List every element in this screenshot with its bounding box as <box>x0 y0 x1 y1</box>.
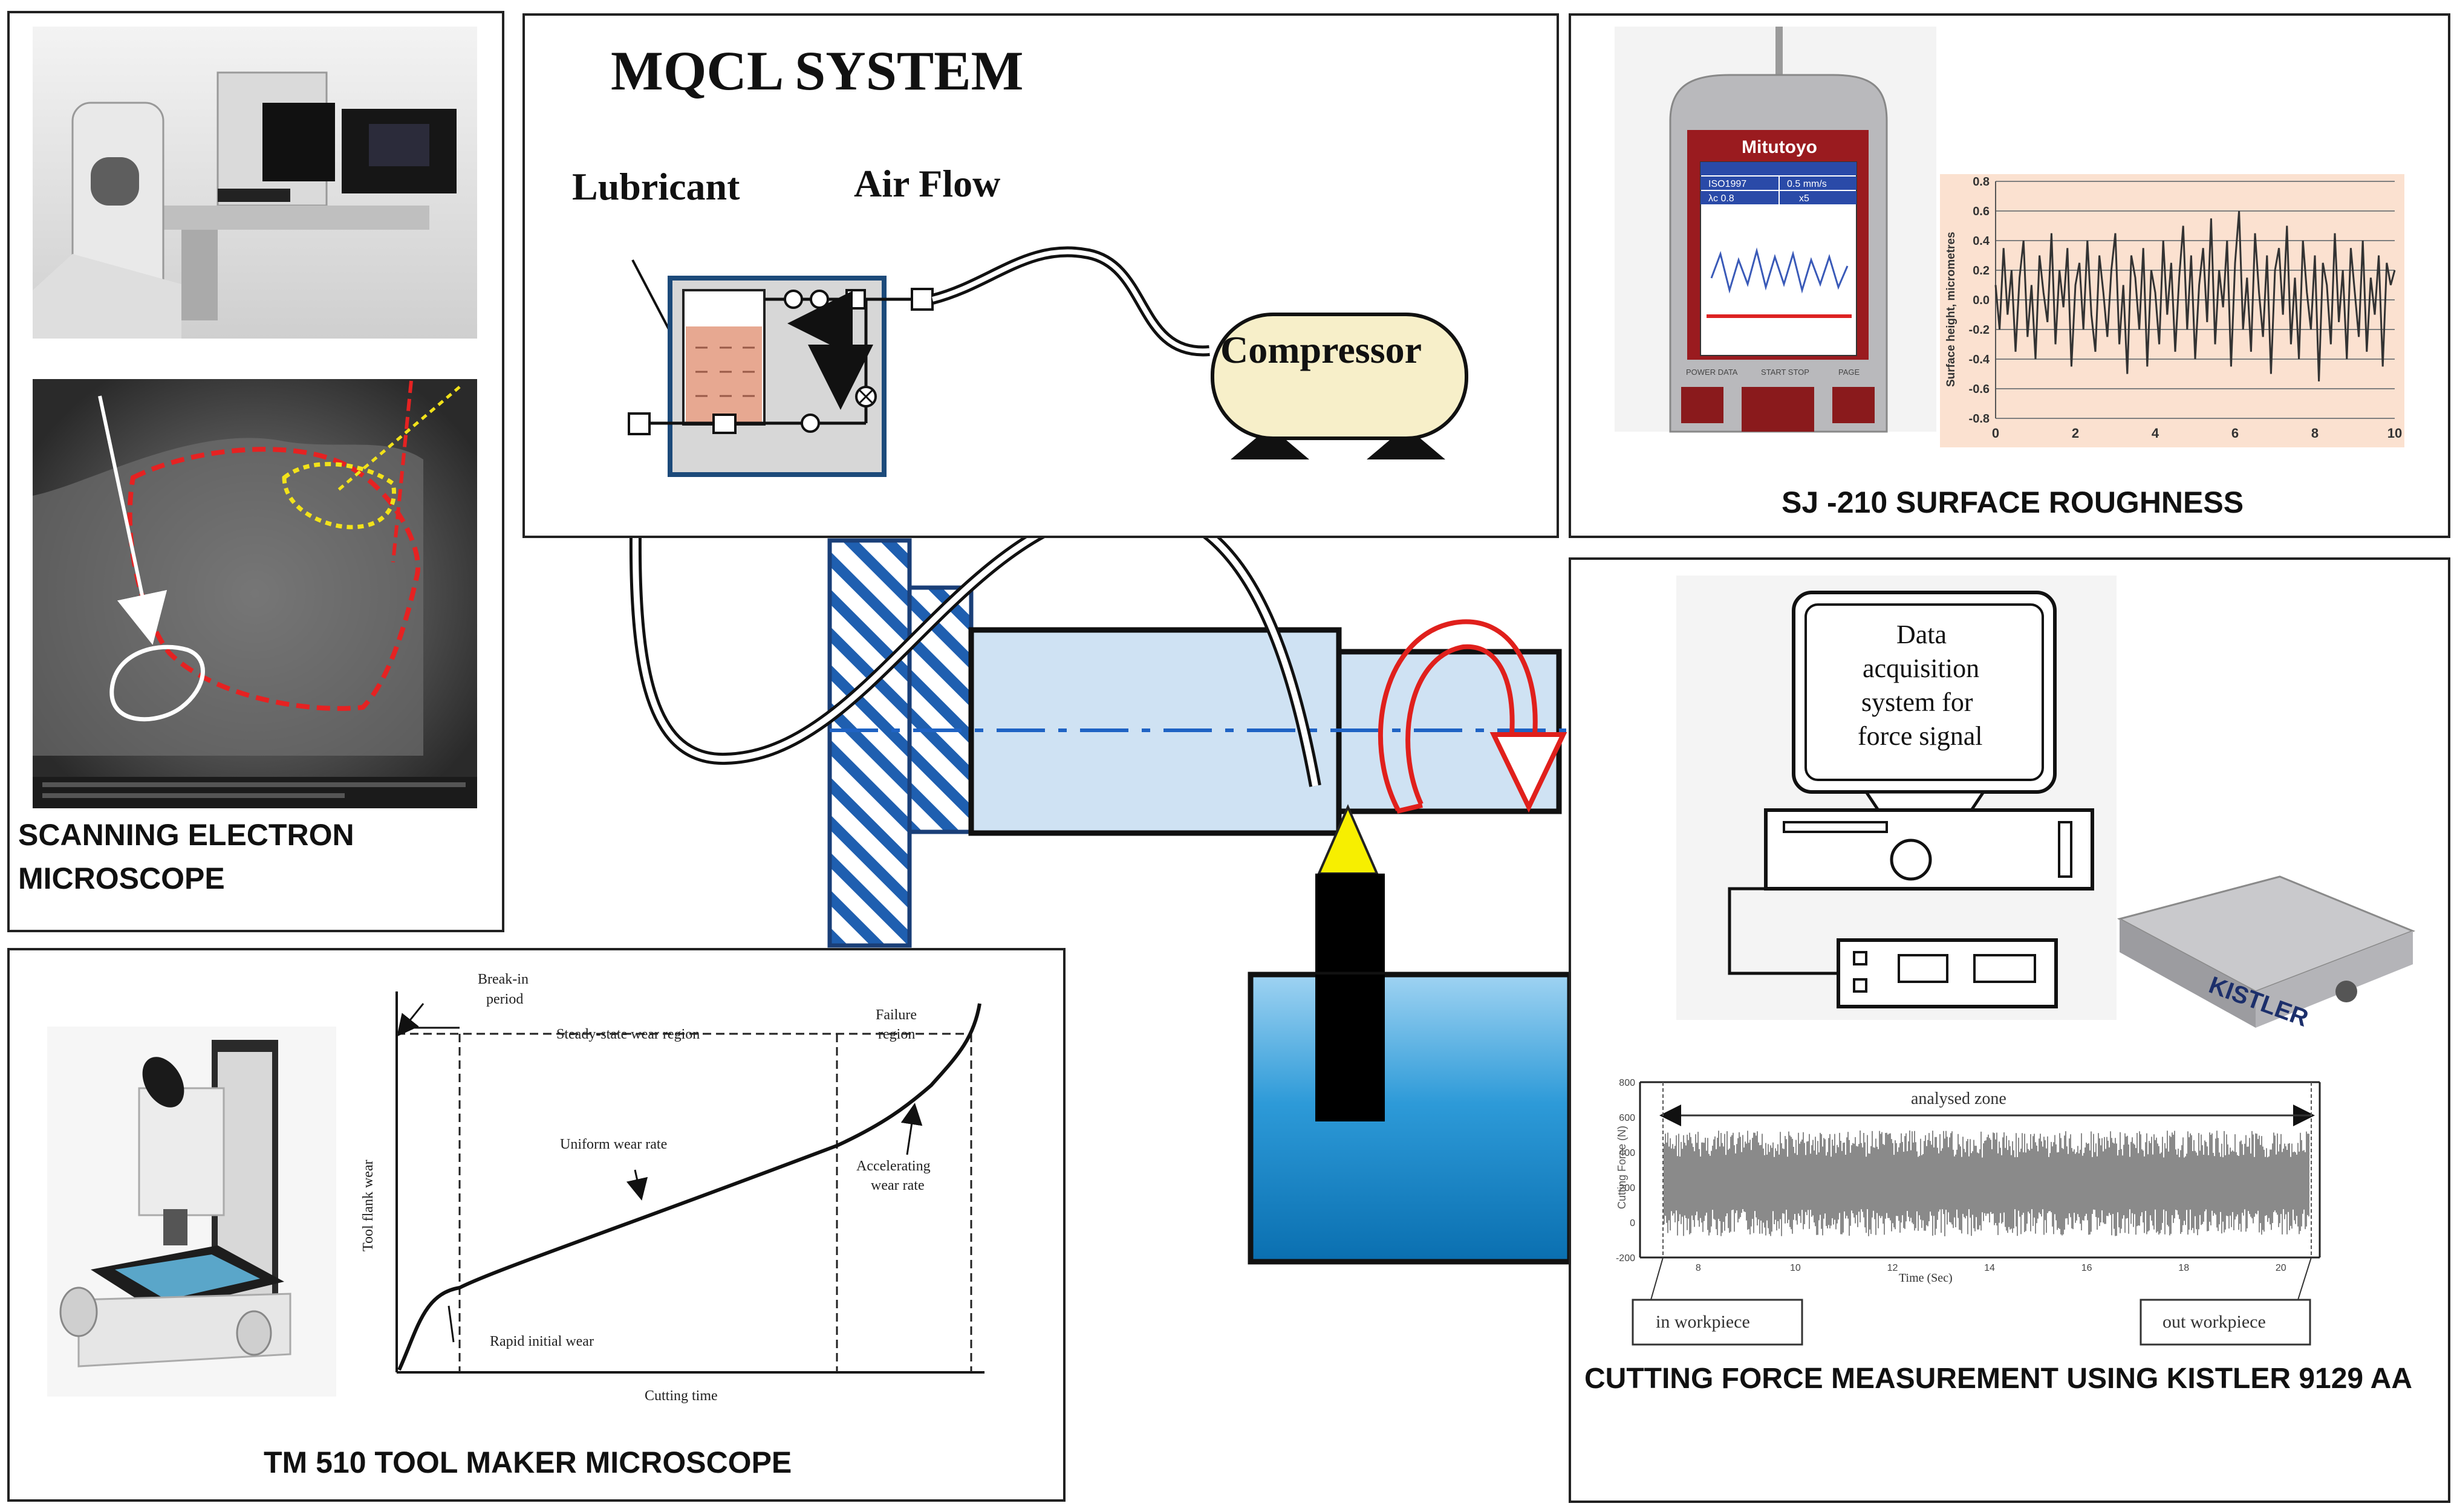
roughness-xtick: 2 <box>2072 426 2079 441</box>
screen-text-3: system for <box>1861 687 1973 717</box>
force-xtick: 16 <box>2081 1263 2092 1273</box>
force-ylabel: Cutting Force (N) <box>1616 1126 1628 1209</box>
roughness-ytick: 0.0 <box>1973 294 1990 307</box>
screen-text-4: force signal <box>1858 721 1982 751</box>
force-xtick: 8 <box>1696 1263 1701 1273</box>
roughness-xtick: 6 <box>2231 426 2239 441</box>
roughness-ytick: -0.6 <box>1969 383 1990 396</box>
wear-curve <box>397 1003 981 1371</box>
wear-annotation-accel-1: Accelerating <box>856 1158 931 1174</box>
kistler-caption: CUTTING FORCE MEASUREMENT USING KISTLER … <box>1584 1363 2412 1395</box>
rotation-icon <box>1378 619 1567 814</box>
wear-annotation-rapid: Rapid initial wear <box>490 1334 594 1349</box>
wear-arrows <box>397 1003 923 1343</box>
force-xlabel: Time (Sec) <box>1899 1271 1953 1285</box>
sem-workstation-photo <box>33 27 477 339</box>
sem-caption-line1: SCANNING ELECTRON <box>18 818 354 852</box>
force-annotation-out: out workpiece <box>2162 1312 2266 1332</box>
roughness-caption: SJ -210 SURFACE ROUGHNESS <box>1782 485 2244 519</box>
device-button-2: START STOP <box>1761 368 1809 377</box>
force-xtick: 20 <box>2276 1263 2286 1273</box>
force-xtick: 18 <box>2178 1263 2189 1273</box>
chuck-jaw-large <box>827 538 912 948</box>
kistler-panel: Data acquisition system for force signal… <box>1569 557 2450 1503</box>
mqcl-unit <box>628 276 934 477</box>
force-ytick: 400 <box>1619 1148 1635 1158</box>
roughness-ytick: -0.4 <box>1969 353 1990 366</box>
compressor-icon: Compressor <box>1211 313 1468 459</box>
roughness-ytick: 0.2 <box>1973 264 1990 277</box>
device-screen-row-3: λc 0.8 <box>1708 193 1734 204</box>
sem-yellow-outline <box>282 462 396 530</box>
screen-text-2: acquisition <box>1863 654 1979 683</box>
force-annotation-in: in workpiece <box>1656 1312 1750 1332</box>
device-button-1: POWER DATA <box>1686 368 1738 377</box>
force-annotation-zone: analysed zone <box>1911 1089 2006 1108</box>
roughness-chart-bg <box>1940 174 2404 447</box>
force-ytick: 600 <box>1619 1113 1635 1123</box>
chuck-jaw-small <box>907 585 974 834</box>
mqcl-panel: MQCL SYSTEM Lubricant Air Flow <box>522 13 1559 538</box>
wear-annotation-accel-2: wear rate <box>871 1178 925 1193</box>
sem-panel: SCANNING ELECTRON MICROSCOPE <box>7 11 504 932</box>
device-button-3: PAGE <box>1838 368 1860 377</box>
roughness-ytick: -0.8 <box>1969 412 1990 426</box>
roughness-ylabel: Surface height, micrometres <box>1945 232 1957 387</box>
device-screen-row-2: 0.5 mm/s <box>1787 179 1827 189</box>
device-screen-row-4: x5 <box>1799 193 1809 204</box>
device-screen-row-1: ISO1997 <box>1708 179 1746 189</box>
screen-text-1: Data <box>1896 620 1947 649</box>
roughness-ytick: 0.8 <box>1973 175 1990 189</box>
mqcl-nozzle-tube-inner <box>632 419 1318 787</box>
wear-xlabel: Cutting time <box>645 1388 718 1404</box>
roughness-profile-line <box>1994 210 2396 381</box>
wear-ylabel: Tool flank wear <box>360 1160 376 1251</box>
roughness-ytick: -0.2 <box>1969 323 1990 337</box>
wear-annotation-uniform: Uniform wear rate <box>560 1137 667 1152</box>
mqcl-title: MQCL SYSTEM <box>611 40 1023 102</box>
sem-tool-wear-micrograph <box>33 379 477 808</box>
wear-caption: TM 510 TOOL MAKER MICROSCOPE <box>264 1445 792 1479</box>
lubricant-reservoir <box>686 326 762 422</box>
wear-annotation-breakin-1: Break-in <box>478 972 529 987</box>
airflow-label: Air Flow <box>854 162 1000 205</box>
force-xtick: 12 <box>1887 1263 1898 1273</box>
force-ytick: -200 <box>1616 1253 1635 1264</box>
force-chart: 800 600 400 200 0 -200 8 10 12 14 16 18 20 Cutting … <box>1612 1076 2321 1346</box>
force-ytick: 200 <box>1619 1183 1635 1193</box>
daq-computer-icon: Data acquisition system for force signal <box>1676 576 2117 1020</box>
lubricant-label: Lubricant <box>572 165 740 208</box>
sem-white-outline <box>109 644 205 722</box>
sem-caption-line2: MICROSCOPE <box>18 861 225 895</box>
device-brand: Mitutoyo <box>1742 137 1817 157</box>
force-xtick: 10 <box>1790 1263 1801 1273</box>
compressor-label: Compressor <box>1220 328 1422 371</box>
force-ytick: 800 <box>1619 1078 1635 1088</box>
force-ytick: 0 <box>1630 1218 1635 1228</box>
roughness-ytick: 0.4 <box>1973 235 1990 248</box>
roughness-xtick: 4 <box>2152 426 2159 441</box>
roughness-xtick: 8 <box>2311 426 2319 441</box>
tool-maker-microscope-photo <box>47 1027 336 1397</box>
wear-annotation-steady: Steady-state wear region <box>556 1027 700 1042</box>
roughness-xtick: 10 <box>2387 426 2402 441</box>
sj210-device-icon: Mitutoyo ISO1997 0.5 mm/s λc 0.8 x5 POWE… <box>1615 27 1936 433</box>
wear-annotation-failure-2: region <box>878 1027 915 1042</box>
wear-annotation-breakin-2: period <box>486 991 523 1007</box>
tool-wear-chart: Break-in period Steady-state wear region… <box>360 972 984 1404</box>
force-signal-trace <box>1664 1131 2309 1236</box>
wear-panel: Break-in period Steady-state wear region… <box>7 948 1066 1502</box>
dynamometer-block <box>1248 972 1573 1265</box>
force-signal-band <box>1664 1131 2309 1236</box>
force-xtick: 14 <box>1984 1263 1995 1273</box>
roughness-panel: Mitutoyo ISO1997 0.5 mm/s λc 0.8 x5 POWE… <box>1569 13 2450 538</box>
wear-annotation-failure-1: Failure <box>876 1007 917 1023</box>
roughness-ytick: 0.6 <box>1973 205 1990 218</box>
roughness-xtick: 0 <box>1992 426 1999 441</box>
